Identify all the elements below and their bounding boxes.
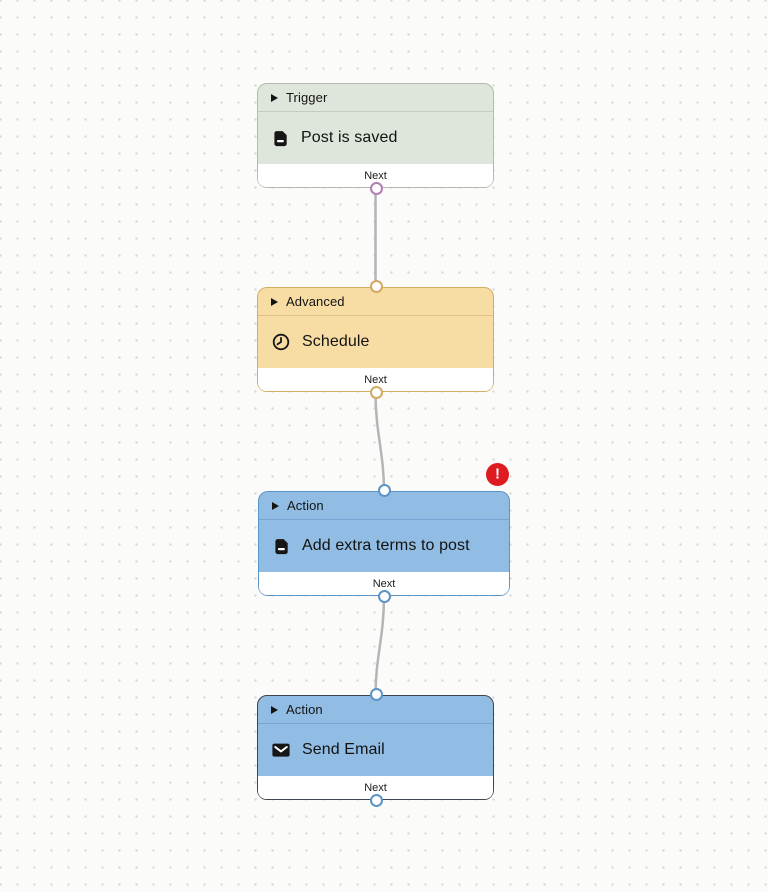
node-category-label: Action xyxy=(286,702,323,717)
input-port[interactable] xyxy=(378,484,391,497)
node-category-header[interactable]: Advanced xyxy=(258,288,493,316)
node-body: Add extra terms to post xyxy=(259,520,509,572)
error-badge[interactable]: ! xyxy=(486,463,509,486)
node-action-add-extra-terms[interactable]: ! Action Add extra terms to post Next xyxy=(258,463,510,603)
node-title: Add extra terms to post xyxy=(302,537,470,554)
node-footer-next[interactable]: Next xyxy=(259,572,509,595)
input-port[interactable] xyxy=(370,688,383,701)
clock-icon xyxy=(272,333,290,351)
error-exclamation: ! xyxy=(495,465,500,483)
collapse-triangle-icon[interactable] xyxy=(271,705,278,714)
next-label: Next xyxy=(364,169,387,182)
node-action-send-email[interactable]: Action Send Email Next xyxy=(257,688,494,807)
output-port[interactable] xyxy=(370,386,383,399)
collapse-triangle-icon[interactable] xyxy=(271,297,278,306)
edge-action1-to-action2[interactable] xyxy=(374,595,386,697)
node-title: Send Email xyxy=(302,741,385,758)
node-category-header[interactable]: Action xyxy=(259,492,509,520)
node-trigger-post-is-saved[interactable]: Trigger Post is saved Next xyxy=(257,83,494,195)
next-label: Next xyxy=(364,781,387,794)
node-body: Send Email xyxy=(258,724,493,776)
next-label: Next xyxy=(364,373,387,386)
output-port[interactable] xyxy=(370,794,383,807)
next-label: Next xyxy=(372,577,396,590)
node-category-label: Action xyxy=(287,498,324,513)
collapse-triangle-icon[interactable] xyxy=(271,93,278,102)
envelope-icon xyxy=(272,743,290,757)
document-icon xyxy=(274,130,287,146)
input-port[interactable] xyxy=(370,280,383,293)
node-footer-next[interactable]: Next xyxy=(258,776,493,799)
output-port[interactable] xyxy=(370,182,383,195)
node-category-label: Advanced xyxy=(286,294,345,309)
output-port[interactable] xyxy=(378,590,391,603)
edge-advanced-to-action1[interactable] xyxy=(374,391,386,493)
node-footer-next[interactable]: Next xyxy=(258,164,493,187)
node-category-label: Trigger xyxy=(286,90,328,105)
node-category-header[interactable]: Trigger xyxy=(258,84,493,112)
node-title: Schedule xyxy=(302,333,370,350)
node-title: Post is saved xyxy=(301,129,398,146)
node-category-header[interactable]: Action xyxy=(258,696,493,724)
document-icon xyxy=(275,538,288,554)
node-footer-next[interactable]: Next xyxy=(258,368,493,391)
node-body: Schedule xyxy=(258,316,493,368)
node-advanced-schedule[interactable]: Advanced Schedule Next xyxy=(257,280,494,399)
collapse-triangle-icon[interactable] xyxy=(272,501,279,510)
node-body: Post is saved xyxy=(258,112,493,164)
